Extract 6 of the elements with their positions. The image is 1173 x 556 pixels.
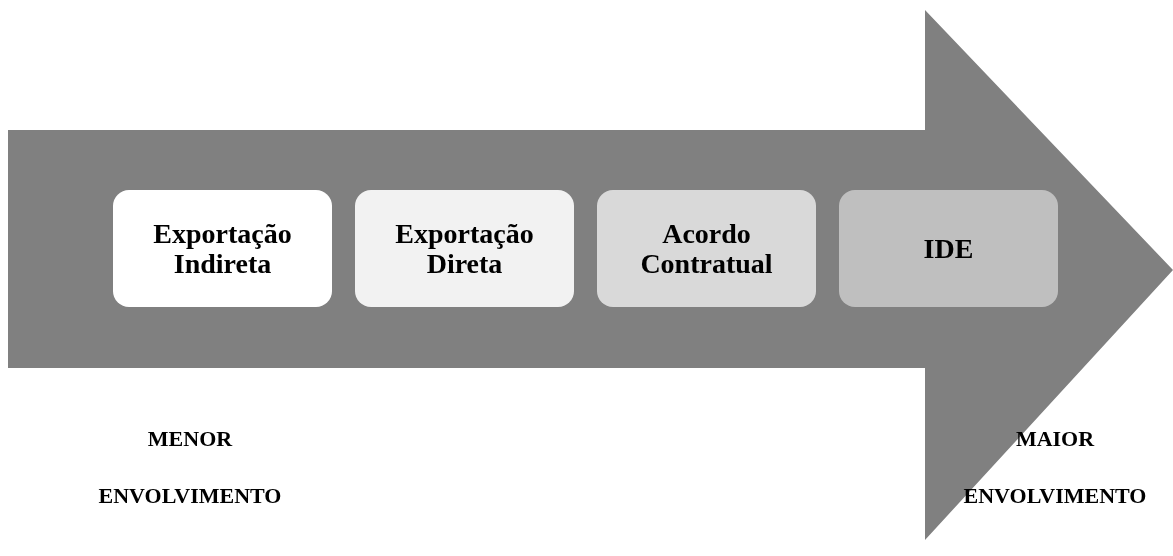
stage-box: Exportação Indireta bbox=[113, 190, 332, 307]
stage-box: Acordo Contratual bbox=[597, 190, 816, 307]
scale-label: MENOR ENVOLVIMENTO bbox=[97, 425, 283, 510]
stage-box: IDE bbox=[839, 190, 1058, 307]
scale-label: MAIOR ENVOLVIMENTO bbox=[962, 425, 1148, 510]
stage-box: Exportação Direta bbox=[355, 190, 574, 307]
